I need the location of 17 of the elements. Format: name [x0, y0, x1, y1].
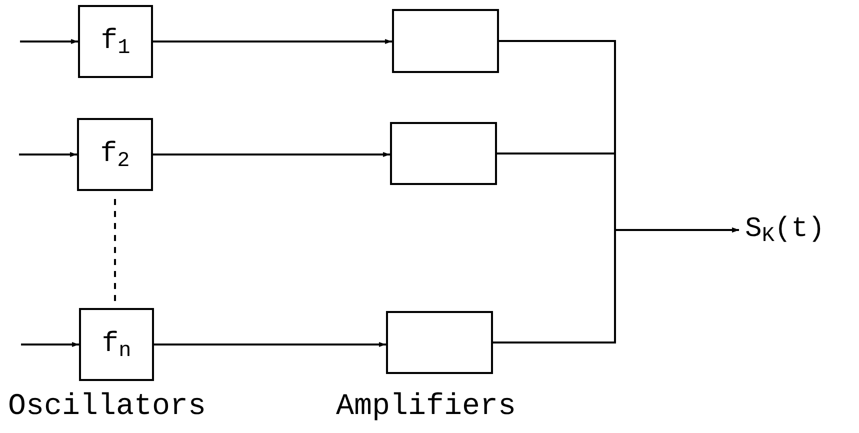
amplifier-box — [392, 9, 499, 73]
arrow — [153, 152, 390, 157]
signal-label: S$_{K}$(t) — [745, 208, 857, 252]
amplifier-box — [386, 311, 493, 374]
arrow — [493, 228, 739, 344]
stage-label: Oscillators — [8, 392, 206, 422]
arrow — [154, 342, 386, 347]
arrow — [20, 39, 78, 44]
dashed-line — [114, 199, 116, 304]
oscillator-box: f$_{n}$ — [79, 308, 154, 381]
oscillator-box: f$_{1}$ — [78, 5, 153, 78]
arrow — [19, 152, 77, 157]
stage-label: Amplifiers — [336, 392, 516, 422]
oscillator-box: f$_{2}$ — [77, 118, 153, 191]
arrow — [153, 39, 392, 44]
amplifier-box — [390, 122, 497, 185]
arrow — [21, 342, 79, 347]
